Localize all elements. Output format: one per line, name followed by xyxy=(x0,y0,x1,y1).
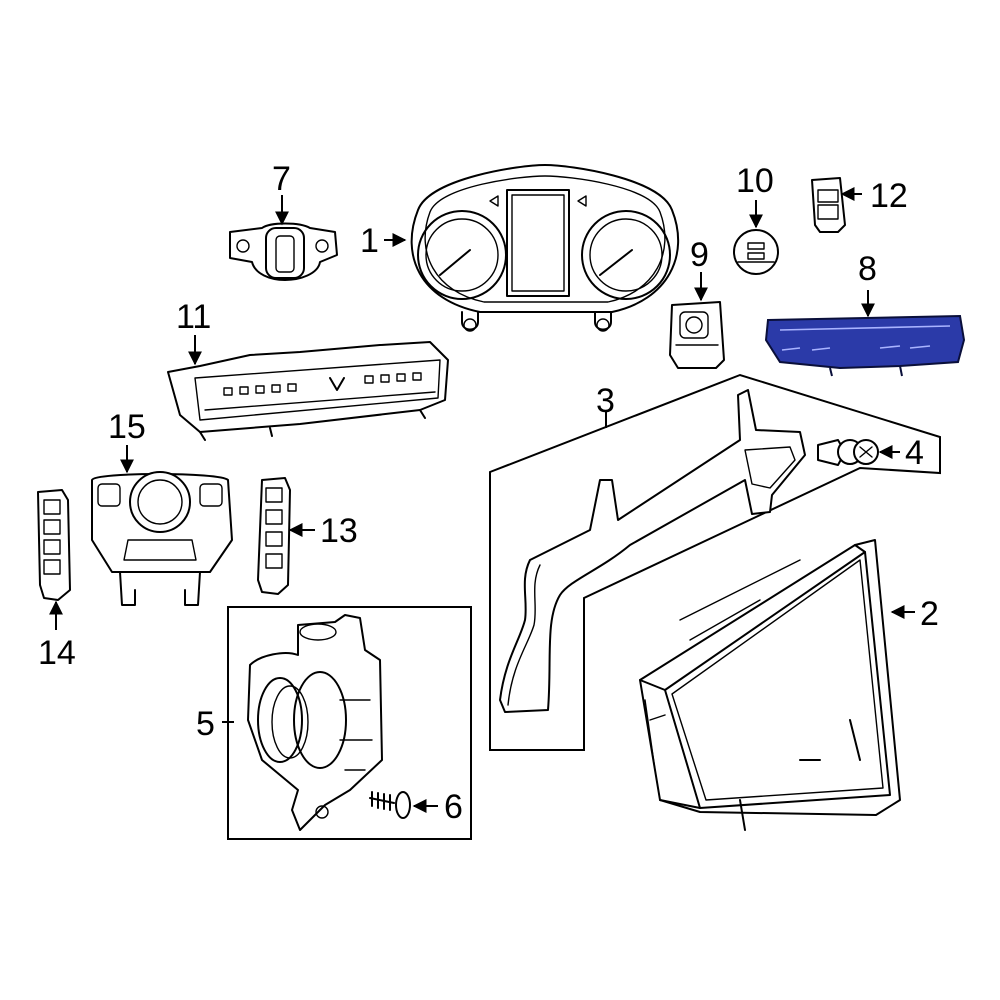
callout-3: 3 xyxy=(596,382,615,420)
part-14-switch-strip[interactable] xyxy=(37,489,71,601)
part-13-switch-strip[interactable] xyxy=(257,477,291,595)
callout-11: 11 xyxy=(176,298,211,336)
part-6-bolt[interactable] xyxy=(369,791,411,819)
callout-labels: 1 2 3 4 5 6 7 8 9 10 11 12 13 14 15 xyxy=(38,160,939,826)
callout-6: 6 xyxy=(444,788,463,826)
part-12-switch[interactable] xyxy=(811,177,846,233)
callout-5: 5 xyxy=(196,705,215,743)
callout-4: 4 xyxy=(905,434,924,472)
callout-15: 15 xyxy=(108,408,146,446)
callout-7: 7 xyxy=(272,160,291,198)
part-11-climate-control-panel[interactable] xyxy=(167,341,449,441)
callout-2: 2 xyxy=(920,595,939,633)
part-4-clip[interactable] xyxy=(817,439,879,466)
part-8-body xyxy=(764,314,966,370)
callout-12: 12 xyxy=(870,177,908,215)
part-10-round-switch[interactable] xyxy=(733,229,779,275)
callout-1: 1 xyxy=(360,222,379,260)
leader-lines xyxy=(49,187,915,813)
callout-13: 13 xyxy=(320,512,358,550)
part-1-instrument-cluster[interactable] xyxy=(410,164,680,332)
part-2-display-unit[interactable] xyxy=(639,539,901,831)
callout-14: 14 xyxy=(38,634,76,672)
part-8-control-panel-highlighted[interactable] xyxy=(764,314,966,377)
callout-9: 9 xyxy=(690,236,709,274)
part-7-headlamp-switch[interactable] xyxy=(229,222,338,281)
callout-8: 8 xyxy=(858,250,877,288)
callout-10: 10 xyxy=(736,162,774,200)
part-15-console-controller[interactable] xyxy=(91,471,233,606)
part-9-switch-module[interactable] xyxy=(669,301,725,369)
part-3-support-bracket-group[interactable] xyxy=(489,373,941,751)
part-5-steering-lock-group[interactable] xyxy=(227,606,472,840)
